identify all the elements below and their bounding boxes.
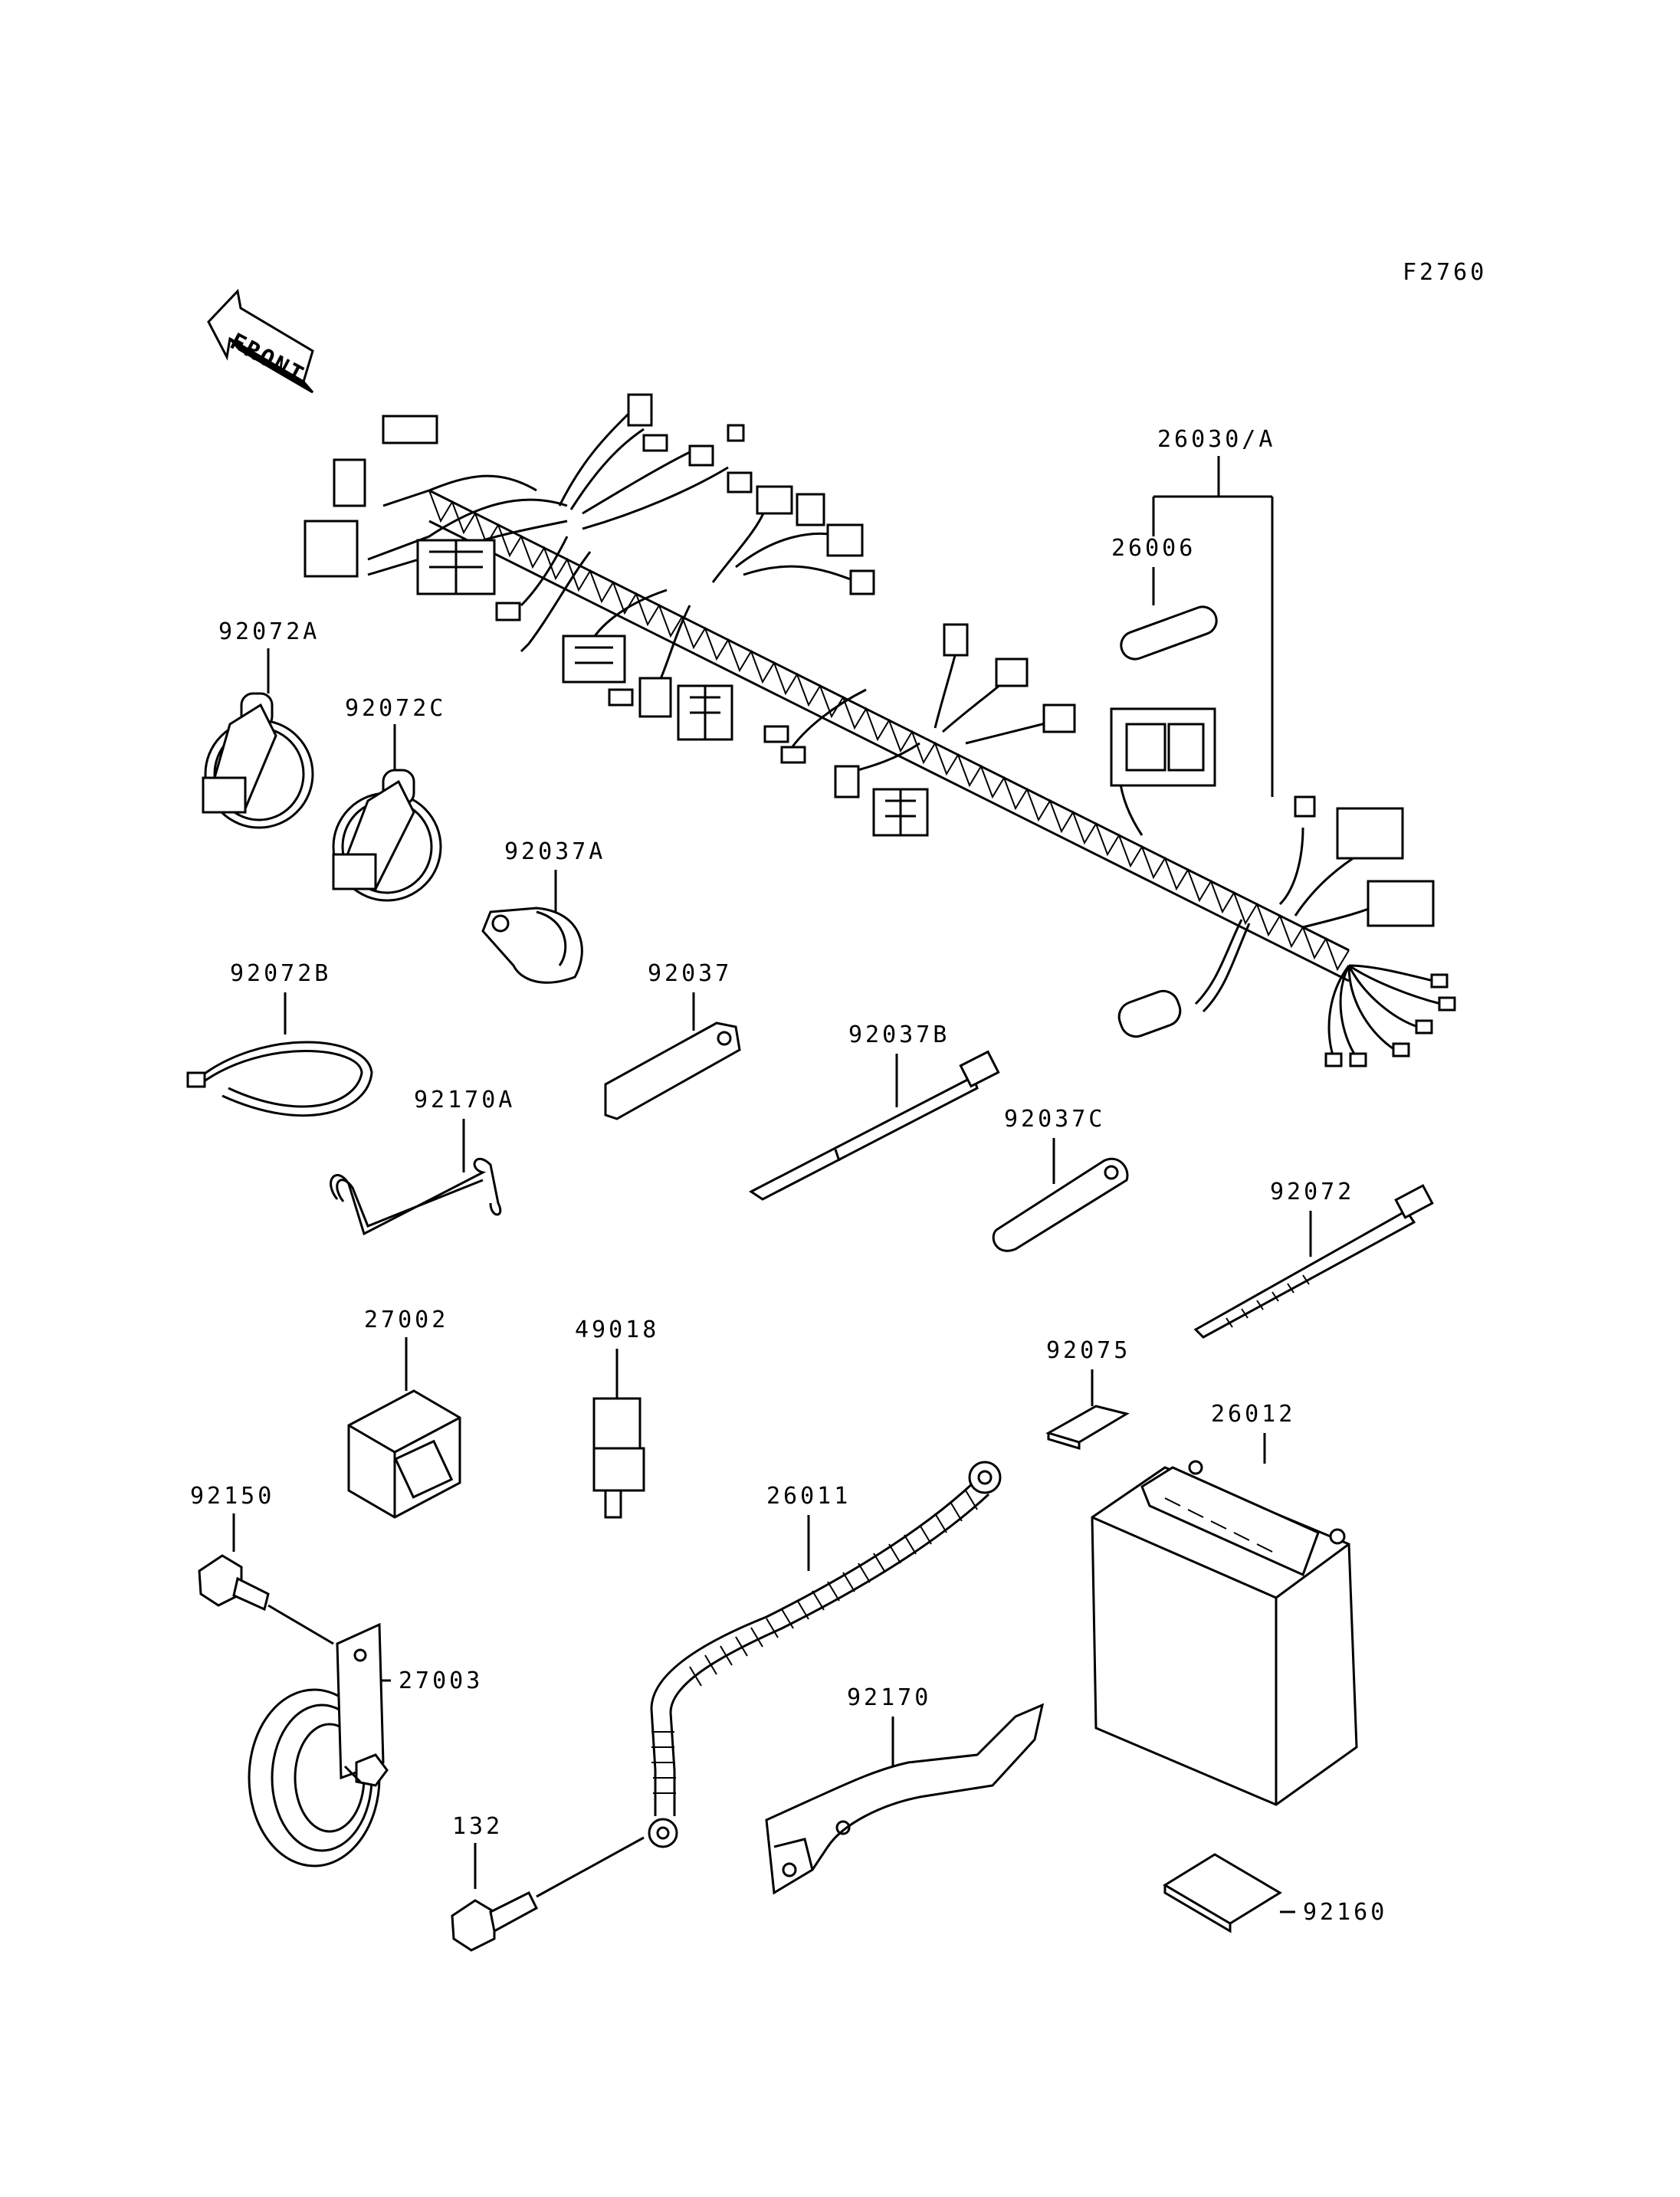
label-92037: 92037 (648, 960, 732, 987)
clip-92037A (481, 907, 583, 984)
label-27002: 27002 (364, 1307, 448, 1333)
label-26006: 26006 (1111, 535, 1196, 562)
label-92150: 92150 (190, 1483, 274, 1510)
label-92170A: 92170A (414, 1087, 515, 1113)
figure-code: F2760 (1403, 259, 1487, 286)
main-wiring-harness (304, 393, 1456, 1067)
label-132: 132 (452, 1813, 503, 1840)
strip-92037C (992, 1158, 1129, 1252)
stay-92170A (330, 1158, 502, 1236)
pad-92160 (1163, 1853, 1282, 1933)
label-26011: 26011 (766, 1483, 851, 1510)
label-92037C: 92037C (1004, 1106, 1105, 1133)
tie-92072 (1193, 1184, 1434, 1339)
label-92075: 92075 (1046, 1337, 1130, 1364)
label-92072B: 92072B (230, 960, 331, 987)
label-92072: 92072 (1270, 1179, 1354, 1205)
label-92170: 92170 (847, 1684, 931, 1711)
tie-92072B (186, 1041, 373, 1117)
label-92160: 92160 (1303, 1899, 1387, 1926)
label-92072C: 92072C (345, 695, 446, 722)
connector (382, 415, 438, 444)
battery-26012 (1091, 1460, 1358, 1806)
label-92037B: 92037B (848, 1021, 950, 1048)
bracket-92170 (765, 1703, 1045, 1895)
bolt-132 (451, 1890, 538, 1952)
bolt-92150 (198, 1554, 270, 1612)
clamp-92072A (202, 692, 314, 829)
label-92037A: 92037A (504, 838, 605, 865)
tie-92037B (749, 1050, 1000, 1201)
clamp-92072C (332, 769, 442, 902)
pad-92075 (1045, 1405, 1130, 1451)
label-26030: 26030/A (1157, 426, 1275, 453)
leader-26030 (1152, 456, 1274, 797)
fuse-26006 (1120, 605, 1218, 661)
strip-92037 (604, 1021, 741, 1120)
horn-27003 (248, 1622, 389, 1867)
label-92072A: 92072A (218, 618, 320, 645)
front-arrow-icon: FRONT (207, 288, 314, 394)
connector-49018 (592, 1397, 645, 1519)
label-26012: 26012 (1211, 1401, 1295, 1428)
label-49018: 49018 (575, 1317, 659, 1343)
label-27003: 27003 (399, 1667, 483, 1694)
cable-26011 (648, 1461, 1002, 1848)
relay-27002 (347, 1389, 461, 1519)
